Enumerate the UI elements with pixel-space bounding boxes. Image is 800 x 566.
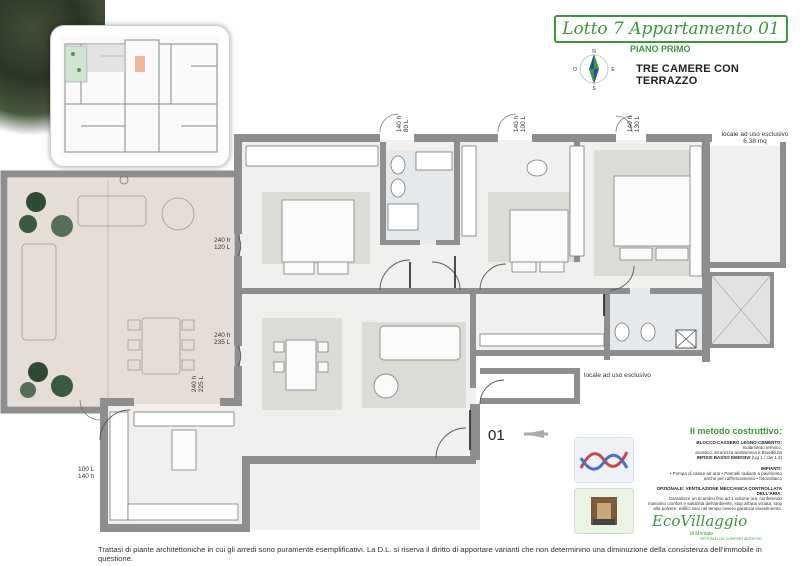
ventilation-illustration <box>574 488 634 534</box>
method-title: Il metodo costruttivo: <box>690 426 782 436</box>
page-title: Lotto 7 Appartamento 01 <box>554 15 788 43</box>
compass-icon: N S O E <box>573 49 615 90</box>
compass-east-label: E <box>611 67 615 73</box>
living-furniture <box>171 325 461 471</box>
kitchen <box>109 411 239 521</box>
terrace-furniture <box>21 195 195 375</box>
compass-south-label: S <box>592 86 596 90</box>
brand-logo: EcoVillaggio <box>652 512 748 530</box>
beds <box>281 175 691 275</box>
brand-logo-tagline: FATTI BELLI AL COMFORT ABITATIVO <box>700 537 762 541</box>
bathroom-fixtures <box>387 151 656 342</box>
key-plan-thumbnail <box>50 25 230 167</box>
wall-block-illustration <box>574 437 634 483</box>
apartment-type-label: TRE CAMERE CON TERRAZZO <box>636 63 740 87</box>
plants <box>19 192 73 398</box>
door-swings <box>99 235 635 459</box>
floor-label: PIANO PRIMO <box>630 44 691 54</box>
compass-west-label: O <box>573 67 577 73</box>
method-block: BLOCCO CASSERO LEGNO-CEMENTO: Isolamento… <box>647 440 782 511</box>
storage-label: locale ad uso esclusivo <box>584 372 651 379</box>
unit-number: 01 <box>488 427 505 444</box>
compass-north-label: N <box>592 49 596 55</box>
brand-logo-sub: di Montale <box>690 531 714 537</box>
disclaimer-footer: Trattasi di piante architettoniche in cu… <box>98 545 762 563</box>
